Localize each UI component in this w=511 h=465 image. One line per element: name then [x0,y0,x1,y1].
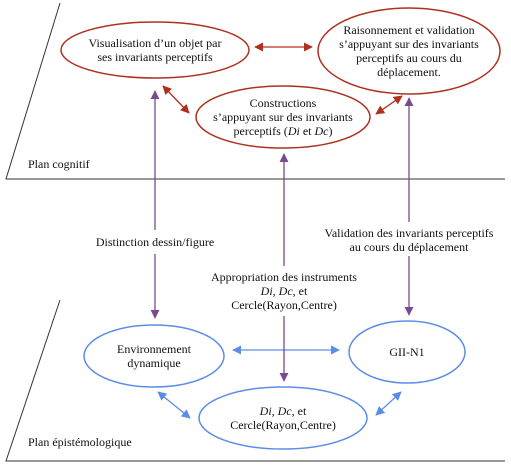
appropriation-di: Di [260,284,273,298]
cognitive-plane-label: Plan cognitif [28,157,90,171]
constructions-line-3: perceptifs (Di et Dc) [196,124,370,138]
constructions-di: Di [287,124,300,138]
visualisation-line-1: Visualisation d’un objet par [88,36,222,50]
raisonnement-line-1: Raisonnement et validation [343,23,475,37]
raisonnement-text: Raisonnement et validation s’appuyant su… [318,23,500,79]
environnement-line-1: Environnement [117,342,191,356]
appropriation-line-3: Cercle(Rayon,Centre) [231,298,337,312]
appropriation-sep-2: , et [292,284,308,298]
visualisation-line-2: ses invariants perceptifs [97,50,213,64]
constructions-prefix: perceptifs ( [233,124,288,138]
constructions-suffix: ) [328,124,333,138]
instruments-dc: Dc [277,404,292,418]
constructions-ellipse [195,85,371,149]
appropriation-dc: Dc [278,284,293,298]
environnement-line-2: dynamique [127,356,181,370]
instruments-text: Di, Dc, et Cercle(Rayon,Centre) [199,404,367,432]
raisonnement-line-4: déplacement. [377,65,441,79]
raisonnement-line-2: s’appuyant sur des invariants [339,37,479,51]
raisonnement-line-3: perceptifs au cours du [356,51,462,65]
constructions-line-2: s’appuyant sur des invariants [213,110,353,124]
arrow-environnement-instruments [157,391,191,419]
constructions-text: Constructions s’appuyant sur des invaria… [196,96,370,138]
gii-ellipse [348,320,466,384]
constructions-dc: Dc [314,124,329,138]
instruments-ellipse [198,386,368,450]
epistemological-plane-boundary [5,299,505,462]
gii-text: GII-N1 [389,345,425,359]
appropriation-line-1: Appropriation des instruments [211,270,357,284]
visualisation-text: Visualisation d’un objet par ses invaria… [61,36,249,64]
validation-line-1: Validation des invariants perceptifs [324,226,494,240]
environnement-ellipse [83,324,225,388]
appropriation-label: Appropriation des instruments Di, Dc, et… [195,270,373,312]
validation-line-2: au cours du déplacement [349,240,469,254]
constructions-et: et [299,124,315,138]
instruments-di: Di [259,404,272,418]
arrow-constructions-raisonnement [375,95,403,115]
instruments-sep-1: , [271,404,278,418]
epistemological-plane-label: Plan épistémologique [28,435,132,449]
raisonnement-ellipse [317,7,501,95]
distinction-label: Distinction dessin/figure [95,235,215,249]
validation-label: Validation des invariants perceptifs au … [310,226,508,254]
instruments-line-1: Di, Dc, et [199,404,367,418]
constructions-line-1: Constructions [249,96,317,110]
arrow-visualisation-constructions [162,85,190,114]
appropriation-sep-1: , [272,284,279,298]
appropriation-line-2: Di, Dc, et [195,284,373,298]
environnement-text: Environnement dynamique [84,342,224,370]
instruments-sep-2: , et [291,404,307,418]
visualisation-ellipse [60,21,250,79]
cognitive-plane-boundary [5,2,505,180]
instruments-line-2: Cercle(Rayon,Centre) [230,418,336,432]
arrow-instruments-gii [375,391,402,416]
